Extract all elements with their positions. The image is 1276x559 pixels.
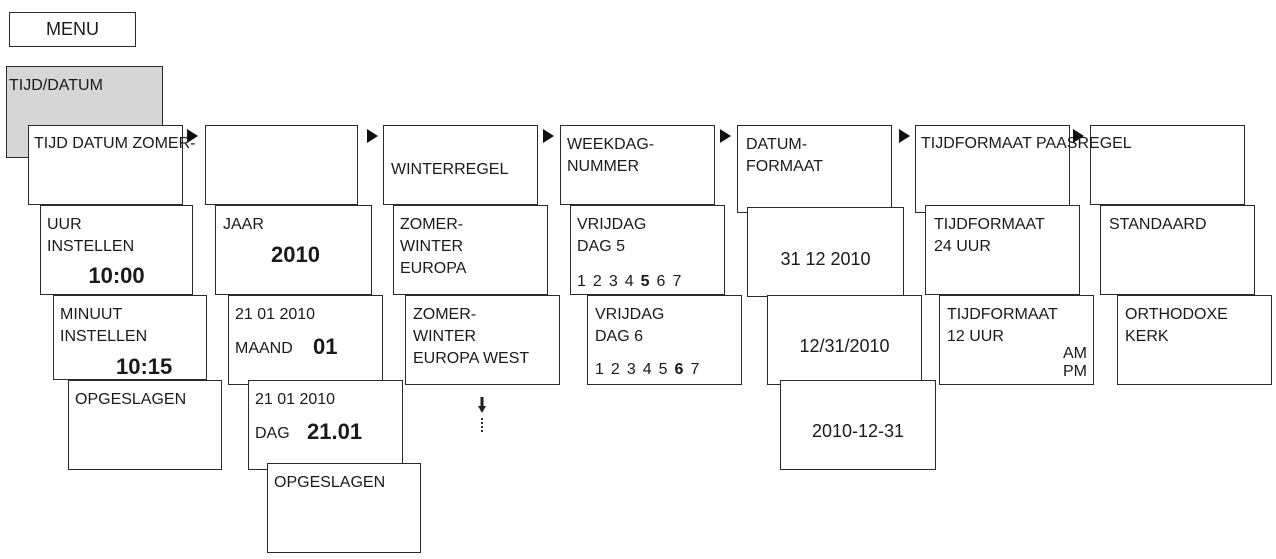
option-line3: EUROPA WEST <box>413 350 530 367</box>
tijd-datum-header-box[interactable] <box>28 125 183 205</box>
dag-label: DAG <box>255 425 290 442</box>
datum-formaat-option-3[interactable]: 2010-12-31 <box>780 380 936 470</box>
arrow-right-icon <box>720 129 731 143</box>
uur-instellen-box[interactable]: UUR INSTELLEN 10:00 <box>40 205 193 295</box>
date-format-value: 31 12 2010 <box>780 249 871 269</box>
maand-value: 01 <box>313 334 338 359</box>
minuut-instellen-box[interactable]: MINUUT INSTELLEN 10:15 <box>53 295 207 380</box>
option-line3: EUROPA <box>400 260 467 277</box>
arrow-right-icon <box>899 129 910 143</box>
opgeslagen-label: OPGESLAGEN <box>75 391 187 408</box>
jaar-value: 2010 <box>271 242 320 267</box>
date-format-value: 12/31/2010 <box>799 336 890 356</box>
tijdformaat-paasregel-header-label: TIJDFORMAAT PAASREGEL <box>921 135 1132 152</box>
maand-box[interactable]: 21 01 2010 MAAND 01 <box>228 295 383 385</box>
orthodoxe-label: ORTHODOXE <box>1125 306 1228 323</box>
minuut-label: MINUUT <box>60 306 123 323</box>
weekdag-label: WEEKDAG- <box>567 136 655 153</box>
weekday-number: 3 <box>626 361 636 378</box>
zomer-winter-europa-box[interactable]: ZOMER- WINTER EUROPA <box>393 205 548 295</box>
dag-date: 21 01 2010 <box>255 391 336 408</box>
orthodoxe-kerk-box[interactable]: ORTHODOXE KERK <box>1117 295 1272 385</box>
arrow-down-icon <box>478 397 486 413</box>
uur-12-label: 12 UUR <box>947 328 1004 345</box>
option-line2: WINTER <box>413 328 477 345</box>
weekday-number: 6 <box>656 273 666 290</box>
tijdformaat-label: TIJDFORMAAT <box>934 216 1045 233</box>
weekday-number: 2 <box>610 361 620 378</box>
day-number: DAG 5 <box>577 238 626 255</box>
datum-label: DATUM- <box>746 136 808 153</box>
opgeslagen-box-1[interactable]: OPGESLAGEN <box>68 380 222 470</box>
winterregel-header-box[interactable]: WINTERREGEL <box>383 125 538 205</box>
uur-label: UUR <box>47 216 82 233</box>
weekdag-nummer-header-box[interactable]: WEEKDAG- NUMMER <box>560 125 715 205</box>
arrow-right-icon <box>543 129 554 143</box>
weekday-number: 2 <box>592 273 602 290</box>
dag-value: 21.01 <box>307 419 363 444</box>
day-number: DAG 6 <box>595 328 644 345</box>
arrow-right-icon <box>187 129 198 143</box>
arrow-right-icon <box>367 129 378 143</box>
nummer-label: NUMMER <box>567 158 639 175</box>
weekday-number: 1 <box>577 273 586 290</box>
weekday-number: 7 <box>690 361 700 378</box>
option-line1: ZOMER- <box>400 216 464 233</box>
opgeslagen-box-2[interactable]: OPGESLAGEN <box>267 463 421 553</box>
weekday-number: 4 <box>624 273 634 290</box>
day-name: VRIJDAG <box>595 306 665 323</box>
option-line1: ZOMER- <box>413 306 477 323</box>
option-line2: WINTER <box>400 238 464 255</box>
am-label: AM <box>1063 345 1087 362</box>
weekday-number: 6 <box>674 361 684 378</box>
weekday-number: 4 <box>642 361 652 378</box>
standaard-label: STANDAARD <box>1109 216 1207 233</box>
more-options-dots <box>481 418 485 432</box>
pm-label: PM <box>1063 363 1087 380</box>
tijdformaat-header-box[interactable] <box>915 125 1070 213</box>
weekday-number: 5 <box>640 273 650 290</box>
tijdformaat-label: TIJDFORMAAT <box>947 306 1058 323</box>
tijdformaat-12-box[interactable]: TIJDFORMAAT 12 UUR AM PM <box>939 295 1094 385</box>
date-format-value: 2010-12-31 <box>811 421 905 441</box>
weekday-number: 1 <box>595 361 604 378</box>
tijd-datum-header-label: TIJD DATUM ZOMER- <box>34 135 196 152</box>
maand-label: MAAND <box>235 340 293 357</box>
kerk-label: KERK <box>1125 328 1169 345</box>
weekday-number: 5 <box>658 361 668 378</box>
winterregel-label: WINTERREGEL <box>391 161 509 178</box>
dag-box[interactable]: 21 01 2010 DAG 21.01 <box>248 380 403 470</box>
jaar-box[interactable]: JAAR 2010 <box>215 205 372 295</box>
tijdformaat-24-box[interactable]: TIJDFORMAAT 24 UUR <box>925 205 1080 295</box>
formaat-label: FORMAAT <box>746 158 824 175</box>
day-name: VRIJDAG <box>577 216 647 233</box>
weekday-number: 7 <box>672 273 682 290</box>
weekday-number: 3 <box>608 273 618 290</box>
opgeslagen-label: OPGESLAGEN <box>274 474 386 491</box>
uur-24-label: 24 UUR <box>934 238 991 255</box>
instellen-label: INSTELLEN <box>60 328 148 345</box>
arrow-right-icon <box>1073 129 1084 143</box>
zomer-header-box[interactable] <box>205 125 358 205</box>
standaard-box[interactable]: STANDAARD <box>1100 205 1255 295</box>
minuut-value: 10:15 <box>116 354 173 379</box>
uur-value: 10:00 <box>88 263 145 288</box>
tab-label: TIJD/DATUM <box>9 77 103 94</box>
maand-date: 21 01 2010 <box>235 306 316 323</box>
datum-formaat-header-box[interactable]: DATUM- FORMAAT <box>737 125 892 213</box>
instellen-label: INSTELLEN <box>47 238 135 255</box>
zomer-winter-europa-west-box[interactable]: ZOMER- WINTER EUROPA WEST <box>405 295 560 385</box>
datum-formaat-option-1[interactable]: 31 12 2010 <box>747 207 904 297</box>
jaar-label: JAAR <box>223 216 264 233</box>
paasregel-header-box[interactable] <box>1090 125 1245 205</box>
menu-button[interactable]: MENU <box>9 12 136 47</box>
datum-formaat-option-2[interactable]: 12/31/2010 <box>767 295 922 385</box>
